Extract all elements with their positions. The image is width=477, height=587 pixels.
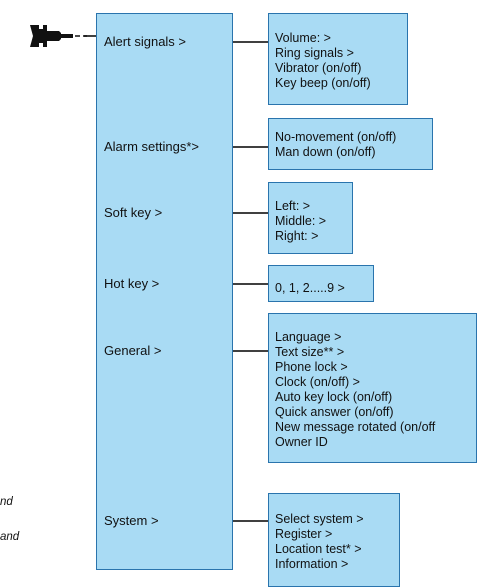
- submenu-item: Language >: [275, 330, 342, 344]
- submenu-item: Man down (on/off): [275, 145, 376, 159]
- submenu-item: 0, 1, 2.....9 >: [275, 281, 345, 295]
- submenu-item: Auto key lock (on/off): [275, 390, 393, 404]
- submenu-item: Ring signals >: [275, 46, 354, 60]
- submenu-item: Text size** >: [275, 345, 345, 359]
- submenu-alarm-settings: No-movement (on/off) Man down (on/off): [268, 118, 433, 170]
- submenu-item: Volume: >: [275, 31, 331, 45]
- submenu-soft-key: Left: > Middle: > Right: >: [268, 182, 353, 254]
- submenu-item: Clock (on/off) >: [275, 375, 360, 389]
- submenu-item: Owner ID: [275, 435, 328, 449]
- menu-item-alert-signals: Alert signals >: [104, 34, 187, 49]
- submenu-item: Key beep (on/off): [275, 76, 371, 90]
- submenu-item: Left: >: [275, 199, 311, 213]
- main-menu-box: [96, 13, 233, 570]
- submenu-item: Middle: >: [275, 214, 327, 228]
- submenu-alert-signals: Volume: > Ring signals > Vibrator (on/of…: [268, 13, 408, 105]
- submenu-item: Phone lock >: [275, 360, 348, 374]
- menu-item-general: General >: [104, 343, 162, 358]
- submenu-item: Quick answer (on/off): [275, 405, 394, 419]
- menu-item-alarm-settings: Alarm settings*>: [104, 139, 200, 154]
- cropped-text-fragment: and: [0, 531, 20, 543]
- submenu-item: Right: >: [275, 229, 319, 243]
- submenu-item: Select system >: [275, 512, 364, 526]
- submenu-item: Vibrator (on/off): [275, 61, 362, 75]
- cropped-text-fragment: nd: [0, 496, 13, 508]
- submenu-general: Language > Text size** > Phone lock > Cl…: [268, 313, 477, 463]
- submenu-item: Location test* >: [275, 542, 362, 556]
- submenu-item: New message rotated (on/off: [275, 420, 436, 434]
- submenu-system: Select system > Register > Location test…: [268, 493, 400, 587]
- submenu-item: No-movement (on/off): [275, 130, 397, 144]
- submenu-hot-key: 0, 1, 2.....9 >: [268, 265, 374, 302]
- menu-item-hot-key: Hot key >: [104, 276, 160, 291]
- menu-item-soft-key: Soft key >: [104, 205, 163, 220]
- menu-item-system: System >: [104, 513, 159, 528]
- submenu-item: Information >: [275, 557, 349, 571]
- submenu-item: Register >: [275, 527, 333, 541]
